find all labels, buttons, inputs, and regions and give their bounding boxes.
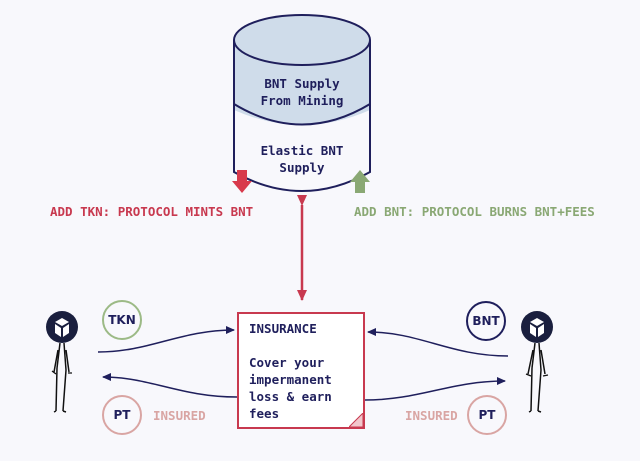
insurance-description: Cover your impermanent loss & earn fees (249, 355, 332, 421)
cylinder-bottom-label: Elastic BNT Supply (232, 142, 372, 176)
insurance-box: INSURANCE Cover your impermanent loss & … (237, 312, 365, 429)
user-left-figure (46, 311, 78, 413)
add-bnt-label: ADD BNT: PROTOCOL BURNS BNT+FEES (354, 204, 595, 219)
pt-left-flow-arrow (102, 373, 238, 398)
insured-left-label: INSURED (153, 408, 206, 423)
cylinder-top-ellipse (233, 14, 371, 66)
user-right-figure (521, 311, 553, 413)
cylinder-bottom-label-line2: Supply (279, 160, 325, 175)
add-tkn-label: ADD TKN: PROTOCOL MINTS BNT (50, 204, 254, 219)
cylinder-top-label-line2: From Mining (260, 93, 344, 108)
bnt-supply-cylinder (233, 14, 371, 192)
bnt-token-circle: BNT (466, 301, 506, 341)
bancor-logo-icon (521, 311, 553, 343)
mint-down-arrow-icon (232, 170, 252, 193)
cylinder-divider (233, 103, 371, 126)
page-curl-icon (349, 413, 363, 427)
pt-left-token-circle: PT (102, 395, 142, 435)
cylinder-top-label-line1: BNT Supply (264, 76, 340, 91)
burn-up-arrow-icon (350, 170, 370, 193)
bnt-flow-arrow (367, 328, 509, 357)
pt-right-flow-arrow (364, 377, 506, 401)
tkn-flow-arrow (97, 326, 235, 353)
insured-right-label: INSURED (405, 408, 458, 423)
pt-right-token-circle: PT (467, 395, 507, 435)
cylinder-bottom-label-line1: Elastic BNT (260, 143, 344, 158)
bancor-logo-icon (46, 311, 78, 343)
tkn-token-circle: TKN (102, 300, 142, 340)
insurance-title: INSURANCE (249, 321, 317, 336)
cylinder-top-label: BNT Supply From Mining (232, 75, 372, 109)
